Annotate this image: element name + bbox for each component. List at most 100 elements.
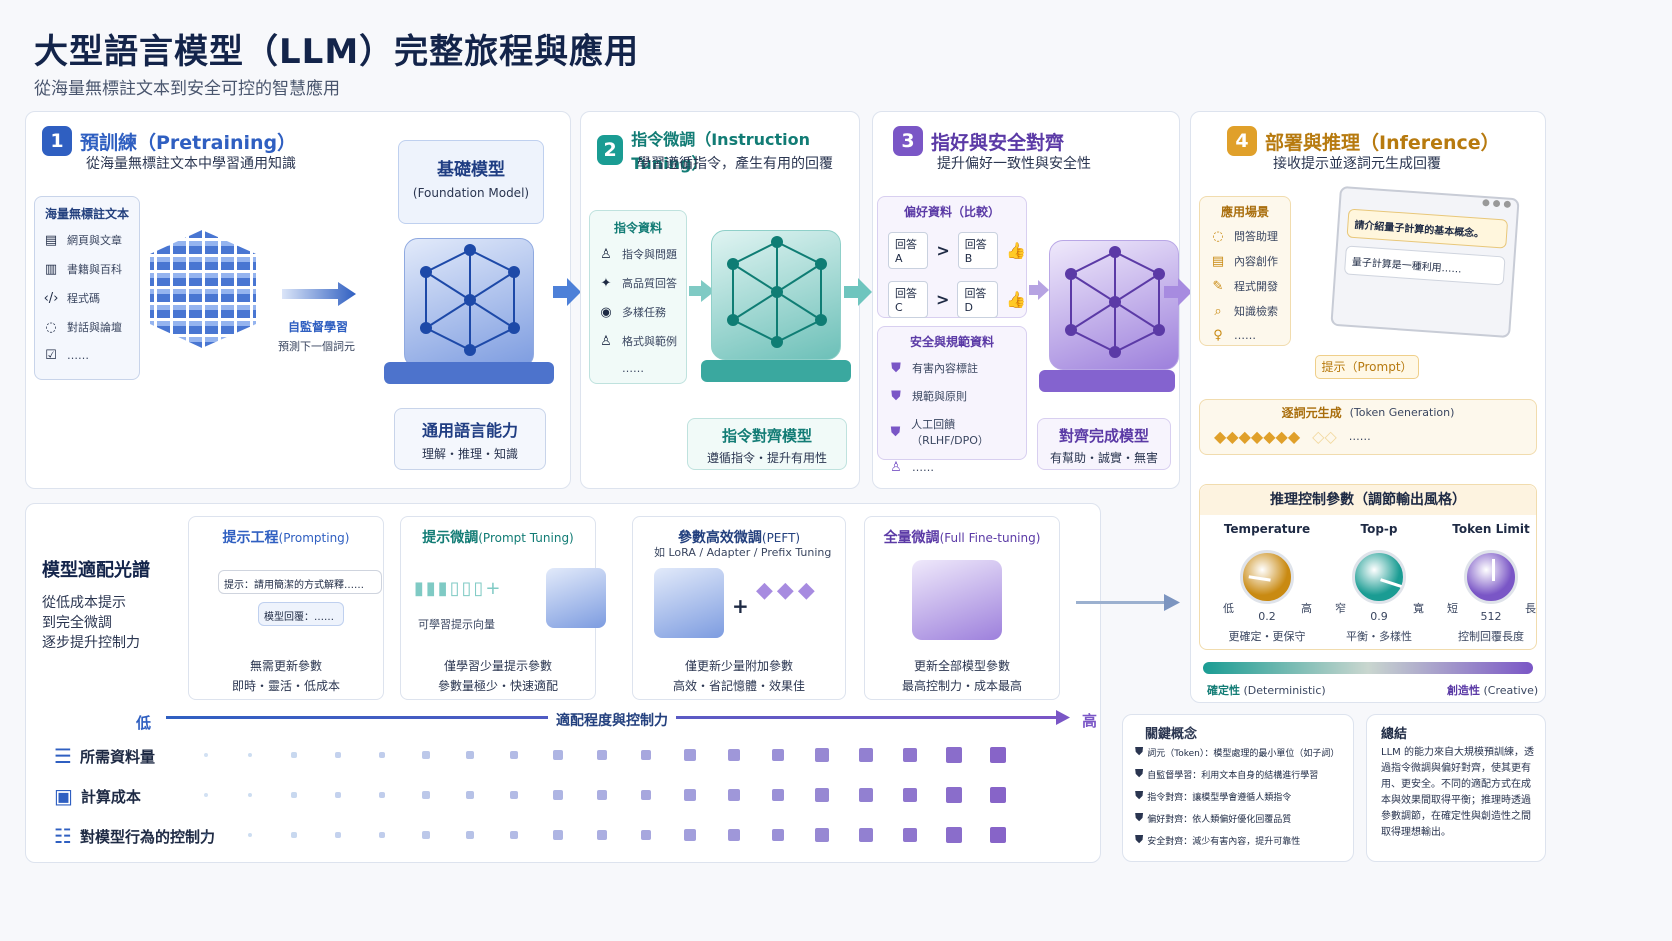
key-concept-item: 偏好對齊：依人類偏好優化回覆品質	[1147, 814, 1292, 825]
gt-symbol: >	[936, 290, 950, 309]
metric-dot	[509, 750, 519, 760]
list-item: 格式與範例	[622, 335, 677, 348]
spectrum-desc: 從低成本提示	[42, 595, 126, 611]
metric-dot	[422, 751, 430, 759]
prompt-label: 提示（Prompt）	[1315, 355, 1419, 379]
metric-dot	[902, 787, 918, 803]
param-desc: 控制回覆長度	[1458, 630, 1524, 643]
metric-dot	[204, 753, 208, 757]
user-prompt-bubble: 請介紹量子計算的基本概念。	[1346, 208, 1509, 249]
stage-title: 部署與推理（Inference）	[1265, 131, 1500, 154]
param-value: 0.9	[1370, 610, 1388, 623]
edit-icon: ✎	[1212, 278, 1224, 294]
param-low: 短	[1447, 602, 1458, 615]
metric-dot	[291, 832, 297, 838]
use-cases-box: 應用場景 ◌問答助理 ▤內容創作 ✎程式開發 ⌕知識檢索 ♀……	[1199, 196, 1291, 346]
stage-desc: 提升偏好一致性與安全性	[937, 156, 1091, 172]
stage-title: 指好與安全對齊	[931, 131, 1065, 154]
model-name: 基礎模型	[437, 160, 505, 180]
method-desc-sub: 高效・省記憶體・效果佳	[672, 679, 805, 693]
param-desc: 更確定・更保守	[1228, 630, 1306, 643]
metric-dot	[335, 752, 341, 758]
metric-dot	[771, 828, 785, 842]
thumbs-up-icon: 👍	[1006, 290, 1026, 309]
method-title-en: (Full Fine-tuning)	[939, 531, 1041, 545]
shield-icon: ⛊	[1135, 811, 1144, 824]
controls-title: 推理控制參數（調節輸出風格）	[1200, 485, 1536, 515]
capability-title: 對齊完成模型	[1058, 427, 1149, 445]
list-item: 程式碼	[67, 292, 100, 305]
arrow-label: 自監督學習	[288, 320, 349, 334]
cube-base	[701, 360, 851, 382]
list-item: 書籍與百科	[67, 263, 122, 276]
metric-dot	[378, 791, 386, 799]
metric-dot	[902, 827, 918, 843]
shield-icon: ⛊	[1135, 745, 1144, 758]
webpage-icon: ▤	[44, 232, 58, 248]
token-icon: ◇◇	[1312, 427, 1337, 446]
capability-desc: 有幫助・誠實・無害	[1049, 451, 1158, 465]
safety-data-box: 安全與規範資料 ⛊有害內容標註 ⛊規範與原則 ⛊人工回饋（RLHF/DPO） ♙…	[877, 326, 1027, 475]
method-title: 全量微調(Full Fine-tuning)	[865, 527, 1059, 547]
stage-title: 指令微調（Instruction Tuning）	[631, 130, 811, 173]
method-title-text: 提示微調	[422, 530, 479, 546]
capability-box: 對齊完成模型 有幫助・誠實・無害	[1037, 418, 1171, 470]
stage-pretraining: 1 預訓練（Pretraining） 從海量無標註文本中學習通用知識 海量無標註…	[25, 111, 571, 489]
metric-label: 計算成本	[80, 787, 141, 806]
metric-dot	[771, 748, 785, 762]
stage-alignment: 3 指好與安全對齊 提升偏好一致性與安全性 偏好資料（比較） 回答 A> 回答 …	[872, 111, 1180, 489]
list-item: 高品質回答	[622, 277, 677, 290]
spectrum-low-label: 低	[136, 714, 152, 732]
metric-dot	[291, 792, 297, 798]
knob-needle	[1248, 575, 1271, 582]
list-item: 指令與問題	[622, 248, 677, 261]
stage-instruction-tuning: 2 指令微調（Instruction Tuning） 學習遵循指令，產生有用的回…	[580, 111, 860, 489]
param-value: 0.2	[1258, 610, 1276, 623]
metric-dot	[291, 752, 297, 758]
metric-dot	[597, 790, 607, 800]
method-title-en: (Prompting)	[278, 531, 350, 545]
metric-dot	[553, 830, 563, 840]
metric-dot	[815, 788, 829, 802]
metric-dot	[640, 749, 652, 761]
param-name: Temperature	[1223, 522, 1311, 536]
key-concepts-title: 關鍵概念	[1145, 727, 1198, 742]
shield-icon: ⛊	[890, 424, 901, 440]
method-desc: 無需更新參數	[249, 659, 322, 673]
user-icon: ♙	[890, 460, 902, 475]
cube-base	[384, 362, 554, 384]
param-low: 低	[1223, 602, 1234, 615]
check-icon: ☑	[45, 348, 57, 363]
method-title-text: 提示工程	[222, 530, 279, 546]
adaptation-spectrum: 模型適配光譜 從低成本提示 到完全微調 逐步提升控制力 提示工程(Prompti…	[25, 503, 1101, 863]
token-gen-title-en: (Token Generation)	[1349, 406, 1455, 419]
metric-dot	[859, 788, 873, 802]
spectrum-high-label: 高	[1082, 712, 1098, 730]
metric-dot	[509, 790, 519, 800]
method-card: 參數高效微調(PEFT)僅更新少量附加參數高效・省記憶體・效果佳	[632, 516, 846, 700]
code-icon: ‹/›	[43, 290, 59, 306]
stage-number-badge: 2	[597, 135, 624, 165]
preference-data-title: 偏好資料（比較）	[903, 205, 1000, 219]
star-icon: ✦	[600, 275, 612, 291]
cre-en-text: (Creative)	[1483, 684, 1539, 697]
capability-title: 通用語言能力	[421, 421, 518, 440]
metric-dot	[990, 827, 1006, 843]
database-icon: ☰	[54, 744, 72, 768]
metric-dot	[378, 751, 386, 759]
list-item: ……	[1234, 329, 1256, 342]
metric-dot	[684, 829, 696, 841]
method-desc-sub: 最高控制力・成本最高	[901, 679, 1022, 693]
method-title-en: (Prompt Tuning)	[478, 531, 574, 545]
knob-needle	[1492, 559, 1495, 581]
list-item: ……	[912, 461, 934, 474]
answer-d: 回答 D	[957, 281, 999, 318]
summary: 總結 LLM 的能力來自大規模預訓練，透過指令微調與偏好對齊，使其更有用、更安全…	[1366, 714, 1546, 862]
metric-dot	[771, 788, 785, 802]
network-illustration	[727, 236, 827, 348]
key-concept-item: 自監督學習：利用文本自身的結構進行學習	[1147, 770, 1319, 781]
metric-dot	[247, 792, 253, 798]
stage-desc: 從海量無標註文本中學習通用知識	[86, 156, 296, 172]
instruction-data-title: 指令資料	[613, 221, 662, 235]
metric-dot	[946, 827, 962, 843]
